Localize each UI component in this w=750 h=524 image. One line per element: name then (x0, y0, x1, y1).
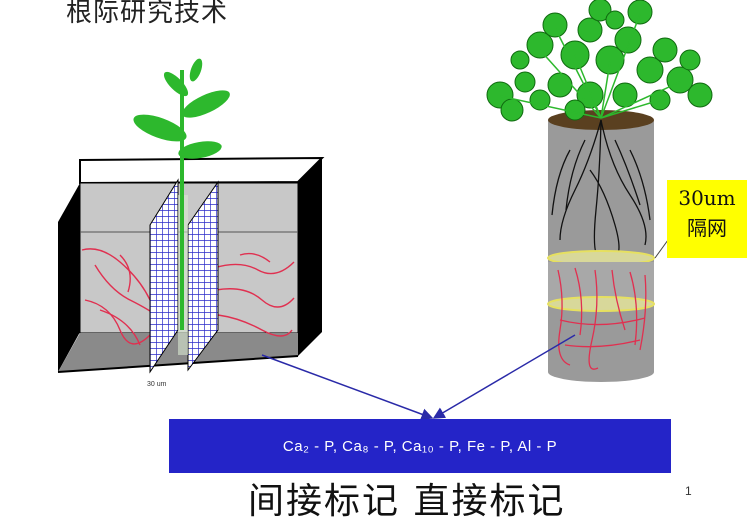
pot-body (548, 120, 654, 372)
box-roots (81, 248, 295, 346)
clover-leaves (486, 0, 713, 122)
cylinder-pot (486, 0, 713, 382)
box-top (79, 156, 325, 185)
bottom-caption: 间接标记 直接标记 (248, 481, 566, 522)
rhizobox (57, 58, 325, 374)
sprout (133, 58, 230, 330)
mesh-ring-bottom (547, 296, 655, 312)
mesh-size-label: 30um (678, 186, 736, 210)
mesh-label-pointer (654, 239, 669, 259)
pot-lower-roots (557, 267, 647, 370)
clover-stems (499, 13, 681, 119)
rhizobox-diagram (57, 0, 713, 420)
box-left-wall (58, 183, 80, 372)
phosphorus-fractions-text: Ca₂ - P, Ca₈ - P, Ca₁₀ - P, Fe - P, Al -… (282, 437, 558, 455)
pot-upper-roots (551, 119, 651, 259)
arrow-from-rhizobox (261, 354, 434, 420)
diagram-title: 根际研究技术 (66, 0, 229, 28)
mesh-type-label: 隔网 (687, 216, 727, 240)
arrow-from-pot (432, 334, 576, 419)
phosphorus-fractions-bar: Ca₂ - P, Ca₈ - P, Ca₁₀ - P, Fe - P, Al -… (169, 419, 671, 473)
scale-label: 30 um (147, 381, 167, 388)
page-number: 1 (685, 484, 692, 498)
mesh-label-box: 30um 隔网 (667, 180, 747, 258)
box-back-wall (298, 158, 322, 356)
